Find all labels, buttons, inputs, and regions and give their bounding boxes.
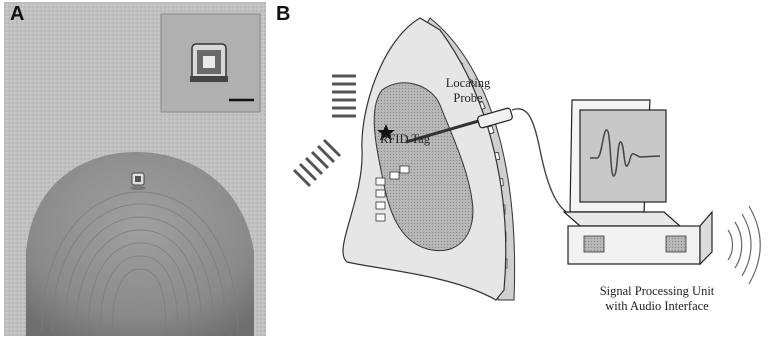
signal-processing-unit-label: Signal Processing Unit with Audio Interf…	[562, 284, 752, 314]
locating-probe-label-line2: Probe	[418, 91, 518, 106]
locating-probe-label: Locating Probe	[418, 76, 518, 106]
speaker-left	[584, 236, 604, 252]
speaker-right	[666, 236, 686, 252]
panel-b-label: B	[276, 4, 290, 24]
panel-a-label: A	[10, 4, 24, 24]
signal-processing-unit	[564, 100, 712, 264]
fingertip-photo	[4, 2, 266, 336]
left-rib-segments	[294, 76, 356, 186]
signal-unit-label-line2: with Audio Interface	[562, 299, 752, 314]
magnified-tag-inset	[161, 14, 260, 112]
locating-probe-label-line1: Locating	[418, 76, 518, 91]
magnified-rfid-tag	[190, 44, 228, 82]
rfid-tag-label: RFID Tag	[370, 132, 440, 147]
panel-a-photo: A	[4, 2, 266, 336]
rfid-tag-on-finger	[130, 173, 146, 190]
signal-unit-label-line1: Signal Processing Unit	[562, 284, 752, 299]
sound-waves-icon	[728, 206, 760, 284]
panel-b-diagram: B Locating Probe RFID Tag Signal Process…	[272, 0, 770, 337]
